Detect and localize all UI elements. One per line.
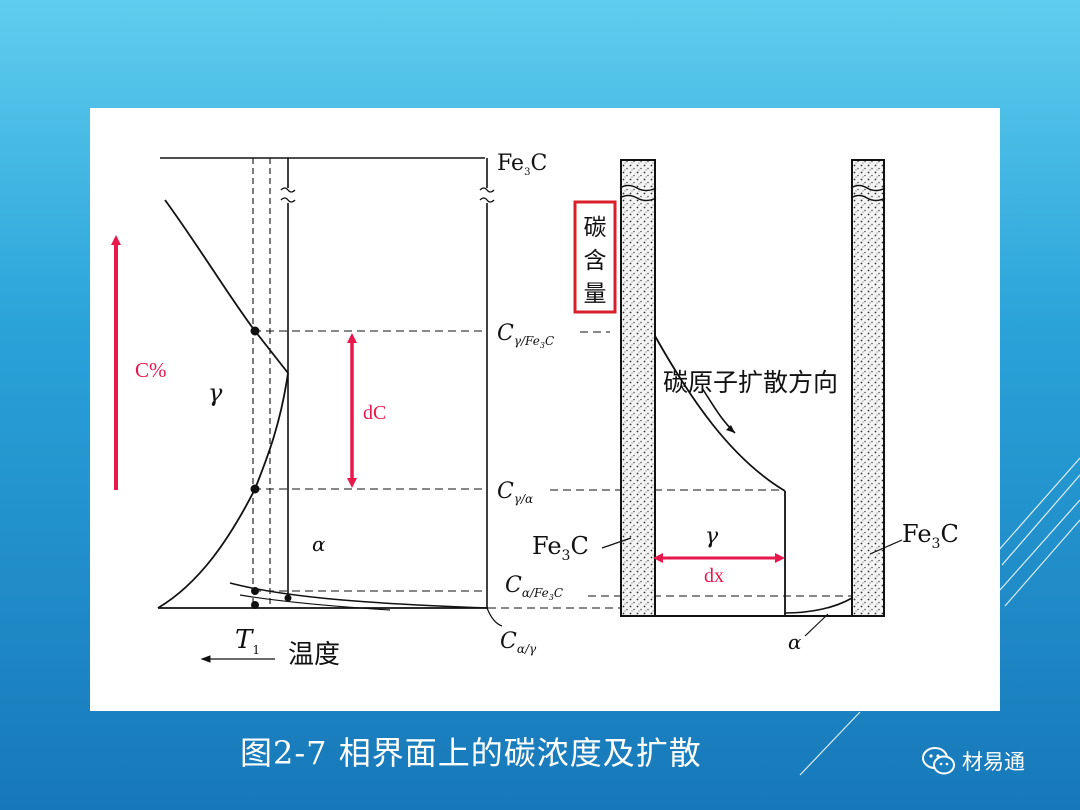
phase-diagram: Fe3C Cγ/Fe3C Cγ/α Cα/Fe3C Cα/γ γ α T1 温度…: [111, 151, 959, 670]
temperature-label: 温度: [288, 640, 340, 670]
wechat-icon: [922, 747, 955, 775]
alpha-concentration-curve: [784, 597, 853, 614]
c-alpha-gamma-label: Cα/γ: [500, 629, 537, 656]
gamma-region-label: γ: [208, 379, 223, 407]
left-diagram: [157, 157, 495, 663]
c-alpha-fe3c-label: Cα/Fe3C: [505, 573, 563, 602]
fe3c-left-label: Fe3C: [532, 532, 589, 564]
c-gamma-alpha-label: Cγ/α: [497, 479, 533, 506]
fe3c-plate-left: [620, 159, 656, 617]
fe3c-top-label: Fe3C: [497, 151, 547, 178]
dx-label: dx: [704, 565, 724, 587]
intersection-point: [250, 484, 260, 494]
a3-curve: [157, 372, 289, 609]
alpha-layer-label: α: [788, 630, 802, 654]
intersection-point: [250, 326, 260, 336]
dc-label: dC: [363, 402, 386, 424]
carbon-percent-label: C%: [135, 358, 167, 382]
diffusion-direction-label: 碳原子扩散方向: [663, 368, 838, 397]
alpha-region-label: α: [312, 532, 326, 556]
carbon-content-char-1: 碳: [584, 215, 607, 241]
figure-caption: 图2-7 相界面上的碳浓度及扩散: [240, 734, 702, 772]
right-diagram: [601, 159, 903, 637]
intersection-point: [251, 601, 259, 609]
carbon-content-frame: [573, 200, 617, 314]
brand-watermark: 材易通: [922, 745, 1025, 777]
figure-panel: Fe3C Cγ/Fe3C Cγ/α Cα/Fe3C Cα/γ γ α T1 温度…: [90, 108, 1000, 711]
alpha-solvus-curve: [229, 582, 489, 609]
intersection-point: [284, 594, 292, 602]
acm-curve: [164, 199, 289, 374]
c-gamma-fe3c-label: Cγ/Fe3C: [497, 321, 554, 350]
diffusion-arrow: [726, 425, 735, 433]
temperature-arrow: [200, 655, 211, 663]
gamma-concentration-curve: [654, 335, 786, 492]
intersection-point: [251, 587, 259, 595]
gamma-layer-label: γ: [705, 524, 719, 549]
fe3c-plate-right: [851, 159, 885, 617]
carbon-content-char-2: 含: [584, 248, 607, 274]
fe3c-right-label: Fe3C: [902, 520, 959, 552]
brand-name: 材易通: [962, 750, 1025, 774]
carbon-content-char-3: 量: [584, 281, 607, 307]
t1-label: T1: [235, 625, 260, 657]
